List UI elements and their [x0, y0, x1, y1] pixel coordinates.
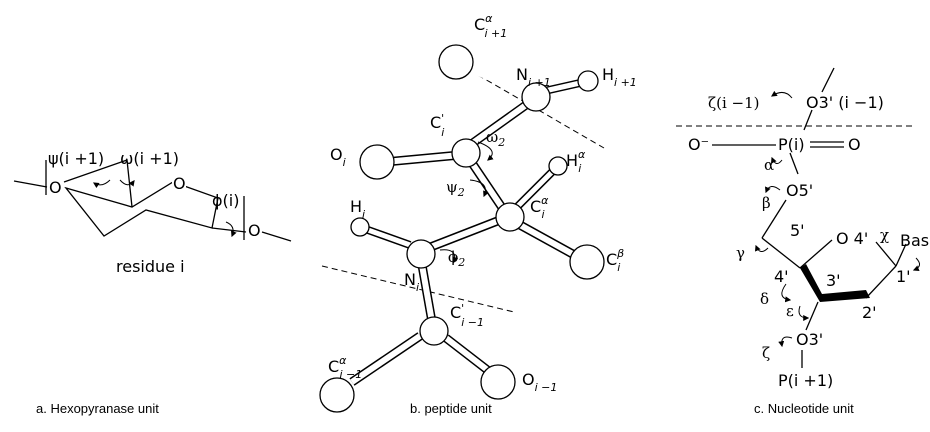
panel-a-caption: a. Hexopyranase unit — [36, 401, 159, 416]
atom-ca-top — [438, 44, 474, 80]
label-delta: δ — [760, 290, 769, 308]
label-n: Ni — [404, 270, 419, 294]
label-gamma: γ — [736, 244, 745, 262]
label-c2: 2' — [862, 303, 877, 322]
label-o-dbl: O — [848, 135, 861, 154]
bond-c3-o3 — [805, 301, 819, 331]
label-o-prev: Oi −1 — [522, 370, 557, 394]
panel-b-caption: b. peptide unit — [410, 401, 492, 416]
panel-c-nucleotide: O3' (i −1) ζ(i −1) O⁻ P(i) O α O5' β 5' … — [676, 67, 930, 416]
label-epsilon: ε — [786, 302, 794, 320]
bond-o5-c5 — [761, 199, 787, 239]
epsilon-arrow — [798, 305, 810, 321]
label-omega2: ω2 — [486, 128, 505, 149]
bond-o4-c1 — [875, 241, 897, 267]
c6-bond — [63, 159, 133, 208]
beta-arrow — [765, 186, 781, 194]
psi2-arrow — [469, 179, 489, 198]
label-c5: 5' — [790, 221, 805, 240]
phi2-arrow — [439, 249, 459, 264]
atom-o-prev — [480, 364, 516, 400]
label-h: Hi — [350, 197, 365, 221]
bond-c4-o4 — [799, 239, 833, 269]
atom-ha — [548, 156, 568, 176]
zeta-top-arrow — [771, 90, 793, 99]
ring-o-mask — [172, 175, 186, 191]
label-zeta: ζ — [762, 344, 770, 362]
bond-c5-c4 — [761, 237, 801, 269]
c1-bond — [211, 227, 247, 233]
atom-o — [359, 144, 395, 180]
right-tail — [261, 231, 292, 242]
label-cp-prev: C'i −1 — [450, 302, 484, 329]
atom-ca — [495, 202, 525, 232]
ring-wedge-bold — [800, 264, 870, 302]
label-c1: 1' — [896, 267, 911, 286]
label-base: Base — [900, 231, 930, 250]
label-p: P(i) — [778, 135, 805, 154]
delta-arrow — [781, 283, 792, 303]
alpha-arrow — [770, 156, 783, 164]
bond-o3-p — [803, 109, 813, 131]
atom-n-top — [521, 82, 551, 112]
omega-arrow — [119, 179, 135, 187]
label-alpha: α — [764, 156, 774, 174]
label-c4: 4' — [774, 267, 789, 286]
chair-ring — [64, 181, 219, 237]
label-phi2: ϕ2 — [448, 248, 465, 269]
psi-arrow — [92, 179, 111, 189]
bond-p-o5 — [789, 152, 799, 175]
right-oxygen-label: O — [248, 221, 261, 240]
label-h-top: Hi +1 — [602, 65, 637, 89]
label-o3-top: O3' (i −1) — [806, 93, 884, 112]
zeta-arrow — [778, 336, 793, 348]
phi-label: ϕ(i) — [212, 191, 239, 210]
left-oxygen-label: O — [49, 178, 62, 197]
chi-arrow — [912, 257, 920, 272]
psi-label: ψ(i +1) — [48, 149, 104, 168]
label-o5: O5' — [786, 181, 813, 200]
bond-c2-c1 — [865, 265, 897, 299]
label-o4: O 4' — [836, 229, 868, 248]
gamma-arrow — [754, 244, 769, 252]
atom-cb — [569, 244, 605, 280]
ring-oxygen-label: O — [173, 174, 186, 193]
atom-n — [406, 239, 436, 269]
bond-c1-base — [895, 243, 907, 267]
label-c3: 3' — [826, 271, 841, 290]
label-cp: C'i — [430, 112, 444, 139]
omega-label: ω(i +1) — [120, 149, 179, 168]
lower-plane-dash — [321, 265, 515, 313]
atom-ca-prev — [319, 377, 355, 413]
phi-arrow — [225, 221, 237, 238]
atom-h-top — [577, 70, 599, 92]
omega2-arrow — [477, 141, 494, 161]
label-psi2: ψ2 — [446, 178, 465, 199]
label-o: Oi — [330, 145, 346, 169]
residue-label: residue i — [116, 257, 185, 276]
label-n-top: Ni +1 — [516, 65, 551, 89]
atom-cp-prev — [419, 316, 449, 346]
left-tail — [13, 180, 48, 188]
panel-a-hexopyranose: O O ψ(i +1) ω(i +1) O ϕ(i) residue i a. … — [13, 149, 292, 416]
label-o3: O3' — [796, 330, 823, 349]
label-beta: β — [762, 194, 771, 212]
label-chi: χ — [880, 226, 889, 244]
atom-h — [350, 217, 370, 237]
label-o-minus: O⁻ — [688, 135, 709, 154]
label-zeta-top: ζ(i −1) — [708, 94, 760, 112]
bond-o3-top — [821, 67, 835, 93]
panel-c-caption: c. Nucleotide unit — [754, 401, 854, 416]
label-p-next: P(i +1) — [778, 371, 833, 390]
atom-cp — [451, 138, 481, 168]
